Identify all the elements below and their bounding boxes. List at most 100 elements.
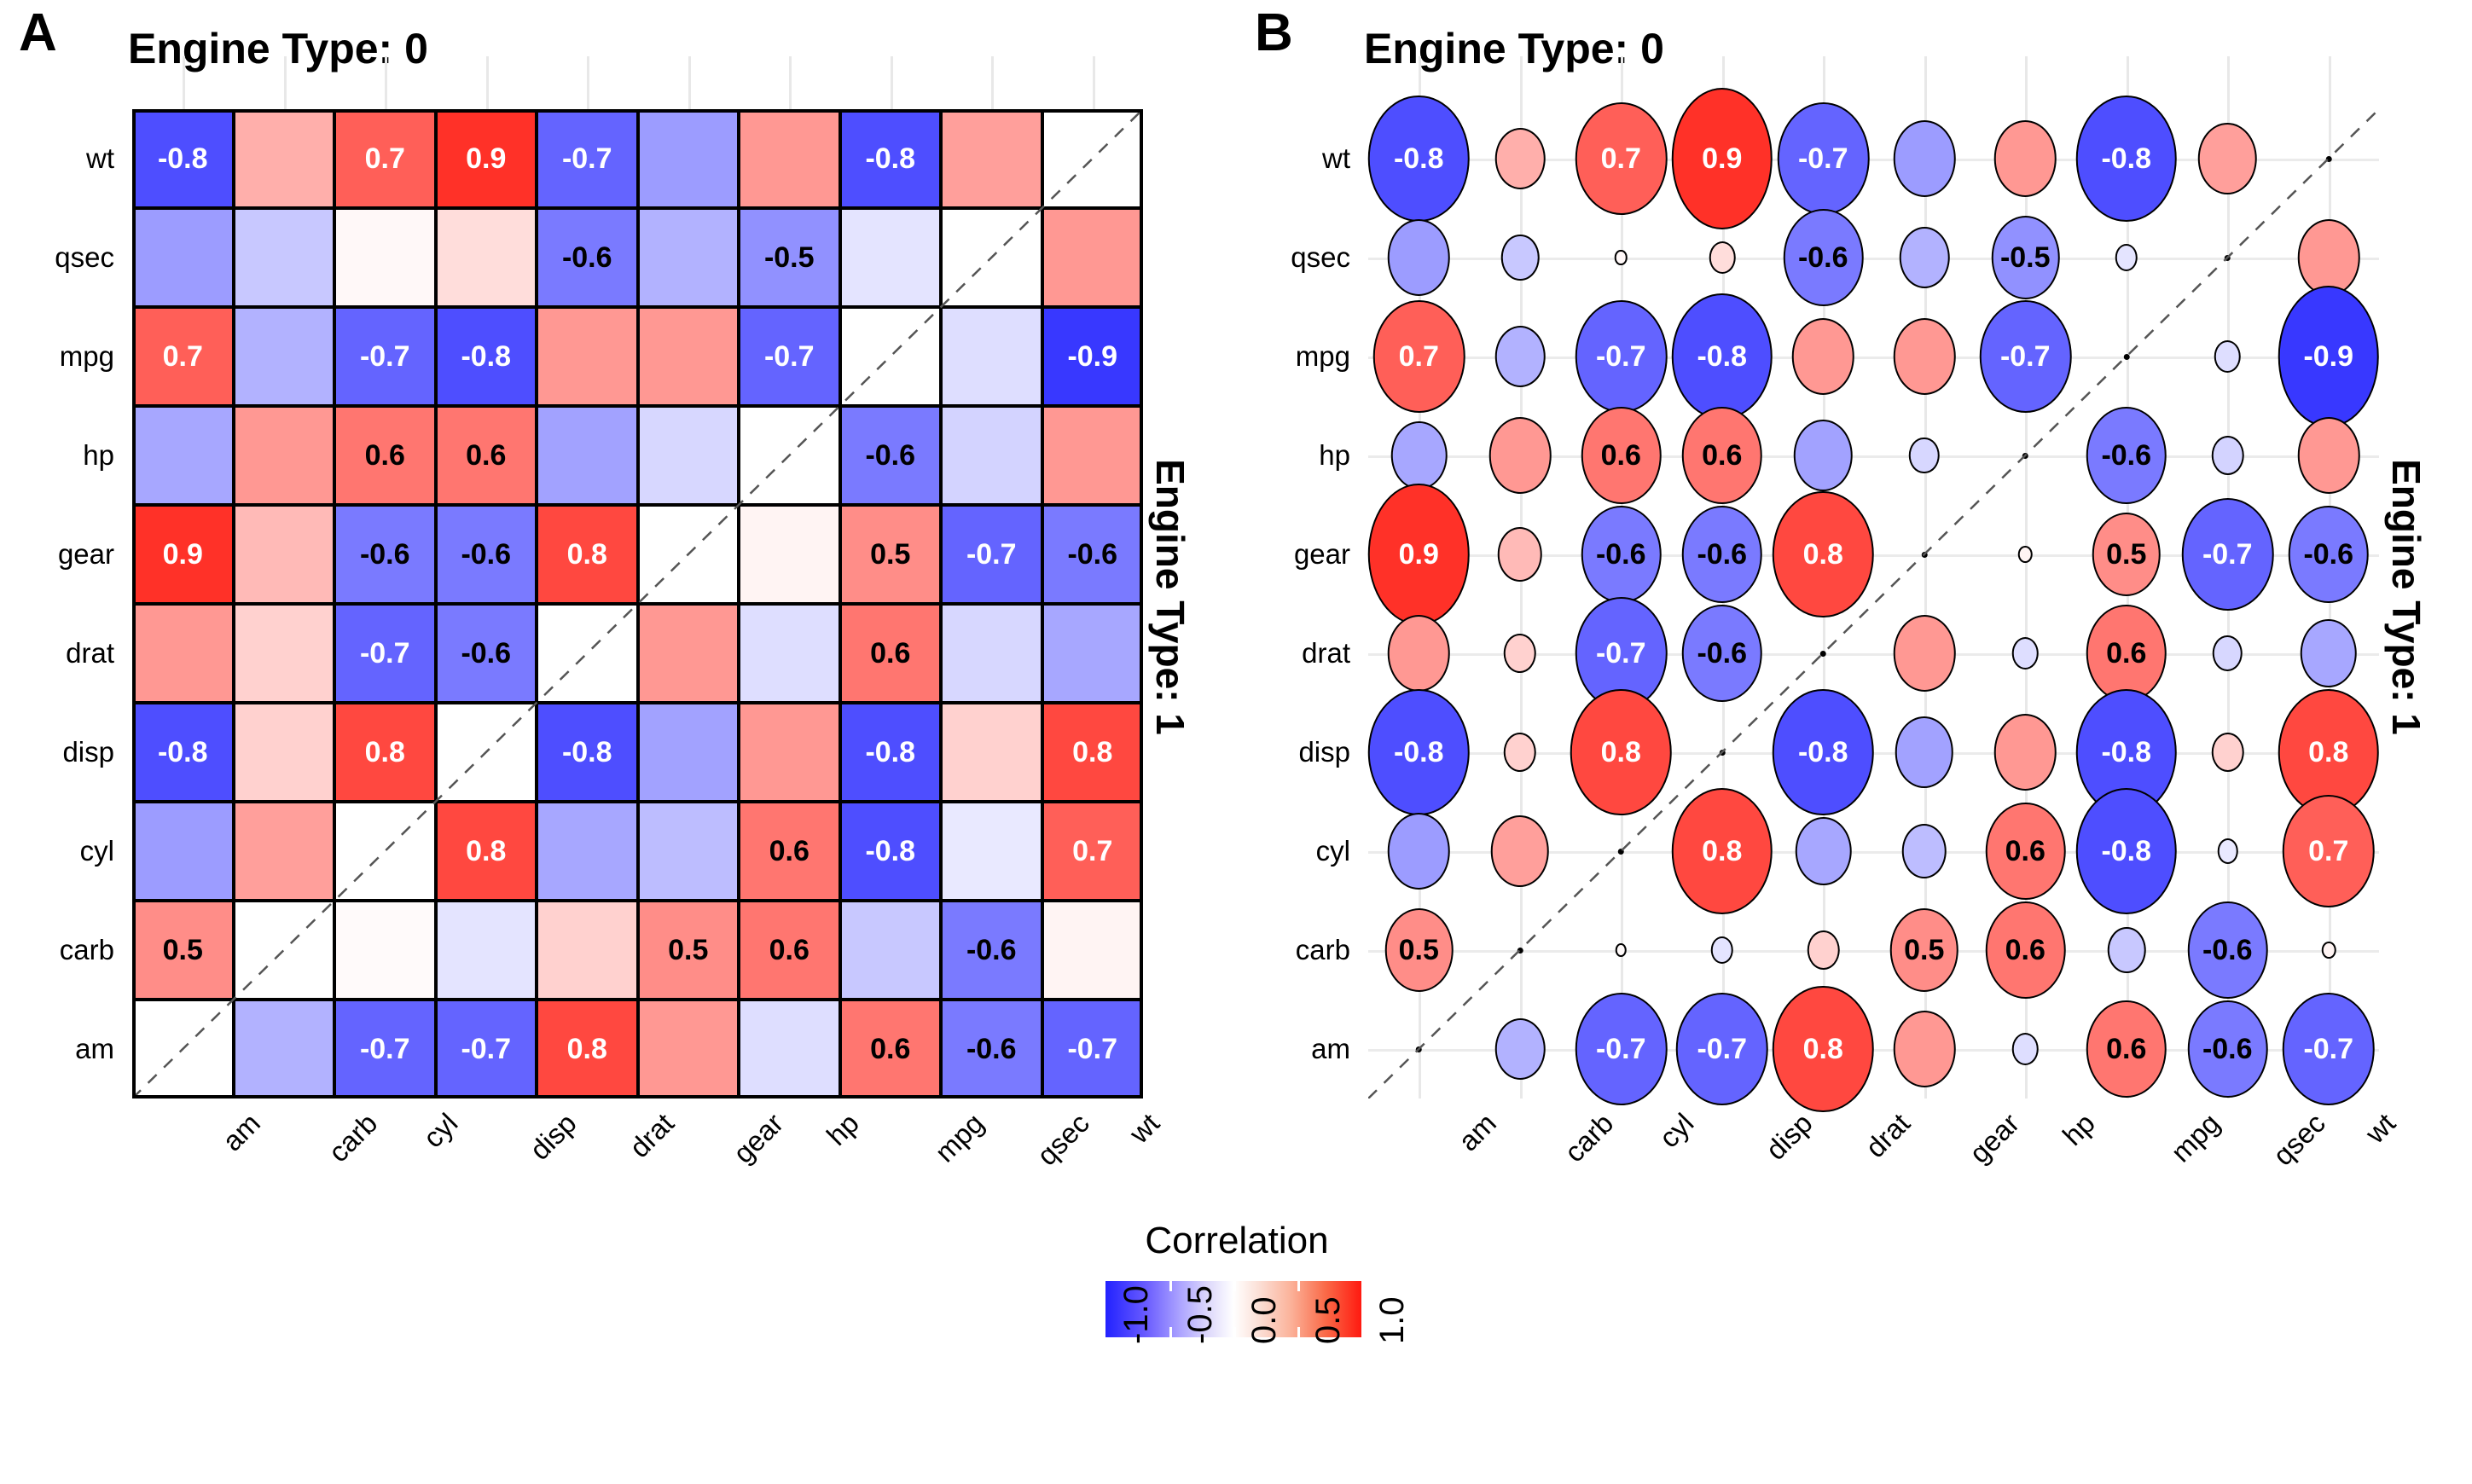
col-label-wt: wt: [2359, 1107, 2401, 1150]
correlation-bubble: [1893, 615, 1956, 692]
correlation-bubble: 0.7: [1575, 102, 1668, 215]
row-label-qsec: qsec: [55, 241, 114, 273]
col-label-cyl: cyl: [1653, 1107, 1700, 1154]
col-label-disp: disp: [523, 1107, 583, 1166]
cell-value-label: -0.8: [561, 736, 612, 768]
correlation-bubble: 0.6: [1985, 802, 2066, 901]
correlation-bubble: -0.7: [1979, 300, 2072, 413]
row-label-hp: hp: [1319, 439, 1350, 471]
bubble-cell-cyl-am: [1368, 802, 1470, 901]
heatmap-cell-wt-disp: 0.9: [435, 109, 537, 208]
correlation-bubble: [1503, 633, 1536, 674]
heatmap-cell-mpg-hp: -0.7: [739, 307, 840, 406]
bubble-value-label: -0.7: [1595, 1033, 1646, 1065]
heatmap-cell-cyl-am: [132, 802, 234, 901]
bubble-cell-drat-gear: [1874, 604, 1976, 703]
cell-value-label: -0.6: [461, 637, 512, 670]
correlation-bubble: 0.6: [2086, 1000, 2167, 1099]
legend-tick-mark: [1233, 1327, 1236, 1337]
correlation-bubble: -0.7: [2282, 993, 2375, 1105]
panel-a-tag: A: [19, 3, 57, 62]
bubble-cell-disp-gear: [1874, 703, 1976, 802]
bubble-cell-carb-wt: [2278, 901, 2380, 1000]
heatmap-cell-mpg-cyl: -0.7: [334, 307, 436, 406]
bubble-value-label: 0.7: [2308, 835, 2349, 867]
heatmap-cell-qsec-wt: [1042, 208, 1143, 307]
row-label-qsec: qsec: [1291, 241, 1350, 273]
row-label-drat: drat: [1302, 637, 1350, 669]
heatmap-cell-wt-qsec: [941, 109, 1042, 208]
bubble-cell-am-cyl: -0.7: [1570, 993, 1672, 1105]
bubble-cell-gear-drat: 0.8: [1773, 490, 1874, 618]
heatmap-cell-mpg-qsec: [941, 307, 1042, 406]
bubble-value-label: 0.7: [1600, 142, 1641, 175]
correlation-bubble: -0.7: [1575, 993, 1668, 1105]
cell-value-label: 0.9: [466, 142, 507, 175]
heatmap-cell-carb-hp: 0.6: [739, 901, 840, 1000]
col-label-mpg: mpg: [928, 1107, 990, 1168]
cell-value-label: -0.7: [359, 340, 410, 373]
bubble-value-label: -0.6: [1697, 636, 1748, 670]
correlation-bubble: [1494, 1018, 1546, 1080]
cell-value-label: 0.6: [870, 1033, 911, 1065]
heatmap-cell-hp-mpg: -0.6: [839, 406, 941, 505]
bubble-value-label: -0.8: [1797, 736, 1848, 768]
bubble-cell-am-qsec: -0.6: [2177, 1000, 2278, 1099]
correlation-bubble: [1488, 417, 1552, 494]
heatmap-cell-mpg-gear: [637, 307, 739, 406]
bubble-cell-wt-wt: [2278, 109, 2380, 208]
correlation-bubble: [1387, 813, 1450, 890]
legend-tick-mark: [1169, 1281, 1172, 1291]
heatmap-cell-cyl-cyl: [334, 802, 436, 901]
heatmap-cell-am-carb: [233, 1000, 334, 1099]
correlation-bubble: -0.8: [1368, 95, 1470, 223]
heatmap-cell-disp-hp: [739, 703, 840, 802]
bubble-cell-qsec-qsec: [2177, 208, 2278, 307]
panel-b-facet-title: Engine Type: 0: [1364, 25, 1664, 72]
bubble-cell-qsec-gear: [1874, 208, 1976, 307]
correlation-bubble: [2325, 155, 2332, 162]
row-label-mpg: mpg: [59, 340, 114, 372]
heatmap-cell-qsec-hp: -0.5: [739, 208, 840, 307]
cell-value-label: 0.8: [466, 835, 507, 867]
bubble-cell-hp-disp: 0.6: [1672, 406, 1773, 505]
heatmap-cell-wt-hp: [739, 109, 840, 208]
bubble-cell-gear-wt: -0.6: [2278, 505, 2380, 604]
correlation-bubble: 0.8: [1570, 688, 1672, 816]
cell-value-label: -0.7: [966, 538, 1017, 571]
bubble-cell-disp-hp: [1975, 703, 2076, 802]
correlation-bubble: -0.7: [2181, 498, 2274, 611]
bubble-cell-carb-qsec: -0.6: [2177, 901, 2278, 1000]
grid-line-vertical: [890, 56, 893, 109]
heatmap-cell-drat-gear: [637, 604, 739, 703]
bubble-cell-disp-drat: -0.8: [1773, 688, 1874, 816]
bubble-cell-disp-mpg: -0.8: [2075, 688, 2177, 816]
heatmap-cell-cyl-wt: 0.7: [1042, 802, 1143, 901]
heatmap-cell-mpg-disp: -0.8: [435, 307, 537, 406]
correlation-bubble: [1415, 1046, 1422, 1052]
bubble-cell-am-hp: [1975, 1000, 2076, 1099]
bubble-value-label: -0.7: [1999, 340, 2051, 373]
cell-value-label: 0.9: [162, 538, 203, 571]
heatmap-cell-wt-cyl: 0.7: [334, 109, 436, 208]
heatmap-cell-disp-qsec: [941, 703, 1042, 802]
correlation-bubble: [1615, 943, 1627, 957]
cell-value-label: 0.6: [364, 439, 405, 472]
bubble-cell-drat-wt: [2278, 604, 2380, 703]
correlation-bubble: -0.6: [1681, 505, 1762, 604]
heatmap-cell-qsec-carb: [233, 208, 334, 307]
heatmap-cell-qsec-qsec: [941, 208, 1042, 307]
correlation-bubble: [1807, 930, 1840, 971]
heatmap-cell-am-qsec: -0.6: [941, 1000, 1042, 1099]
row-label-carb: carb: [59, 934, 114, 965]
row-label-carb: carb: [1295, 934, 1350, 965]
heatmap-cell-disp-disp: [435, 703, 537, 802]
bubble-cell-carb-drat: [1773, 901, 1874, 1000]
bubble-value-label: 0.6: [2106, 636, 2147, 670]
correlation-bubble: [1795, 816, 1852, 886]
grid-line-vertical: [1092, 56, 1095, 109]
bubble-value-label: -0.8: [1393, 736, 1444, 768]
heatmap-cell-hp-qsec: [941, 406, 1042, 505]
correlation-bubble: 0.6: [2086, 604, 2167, 703]
bubble-cell-disp-disp: [1672, 703, 1773, 802]
